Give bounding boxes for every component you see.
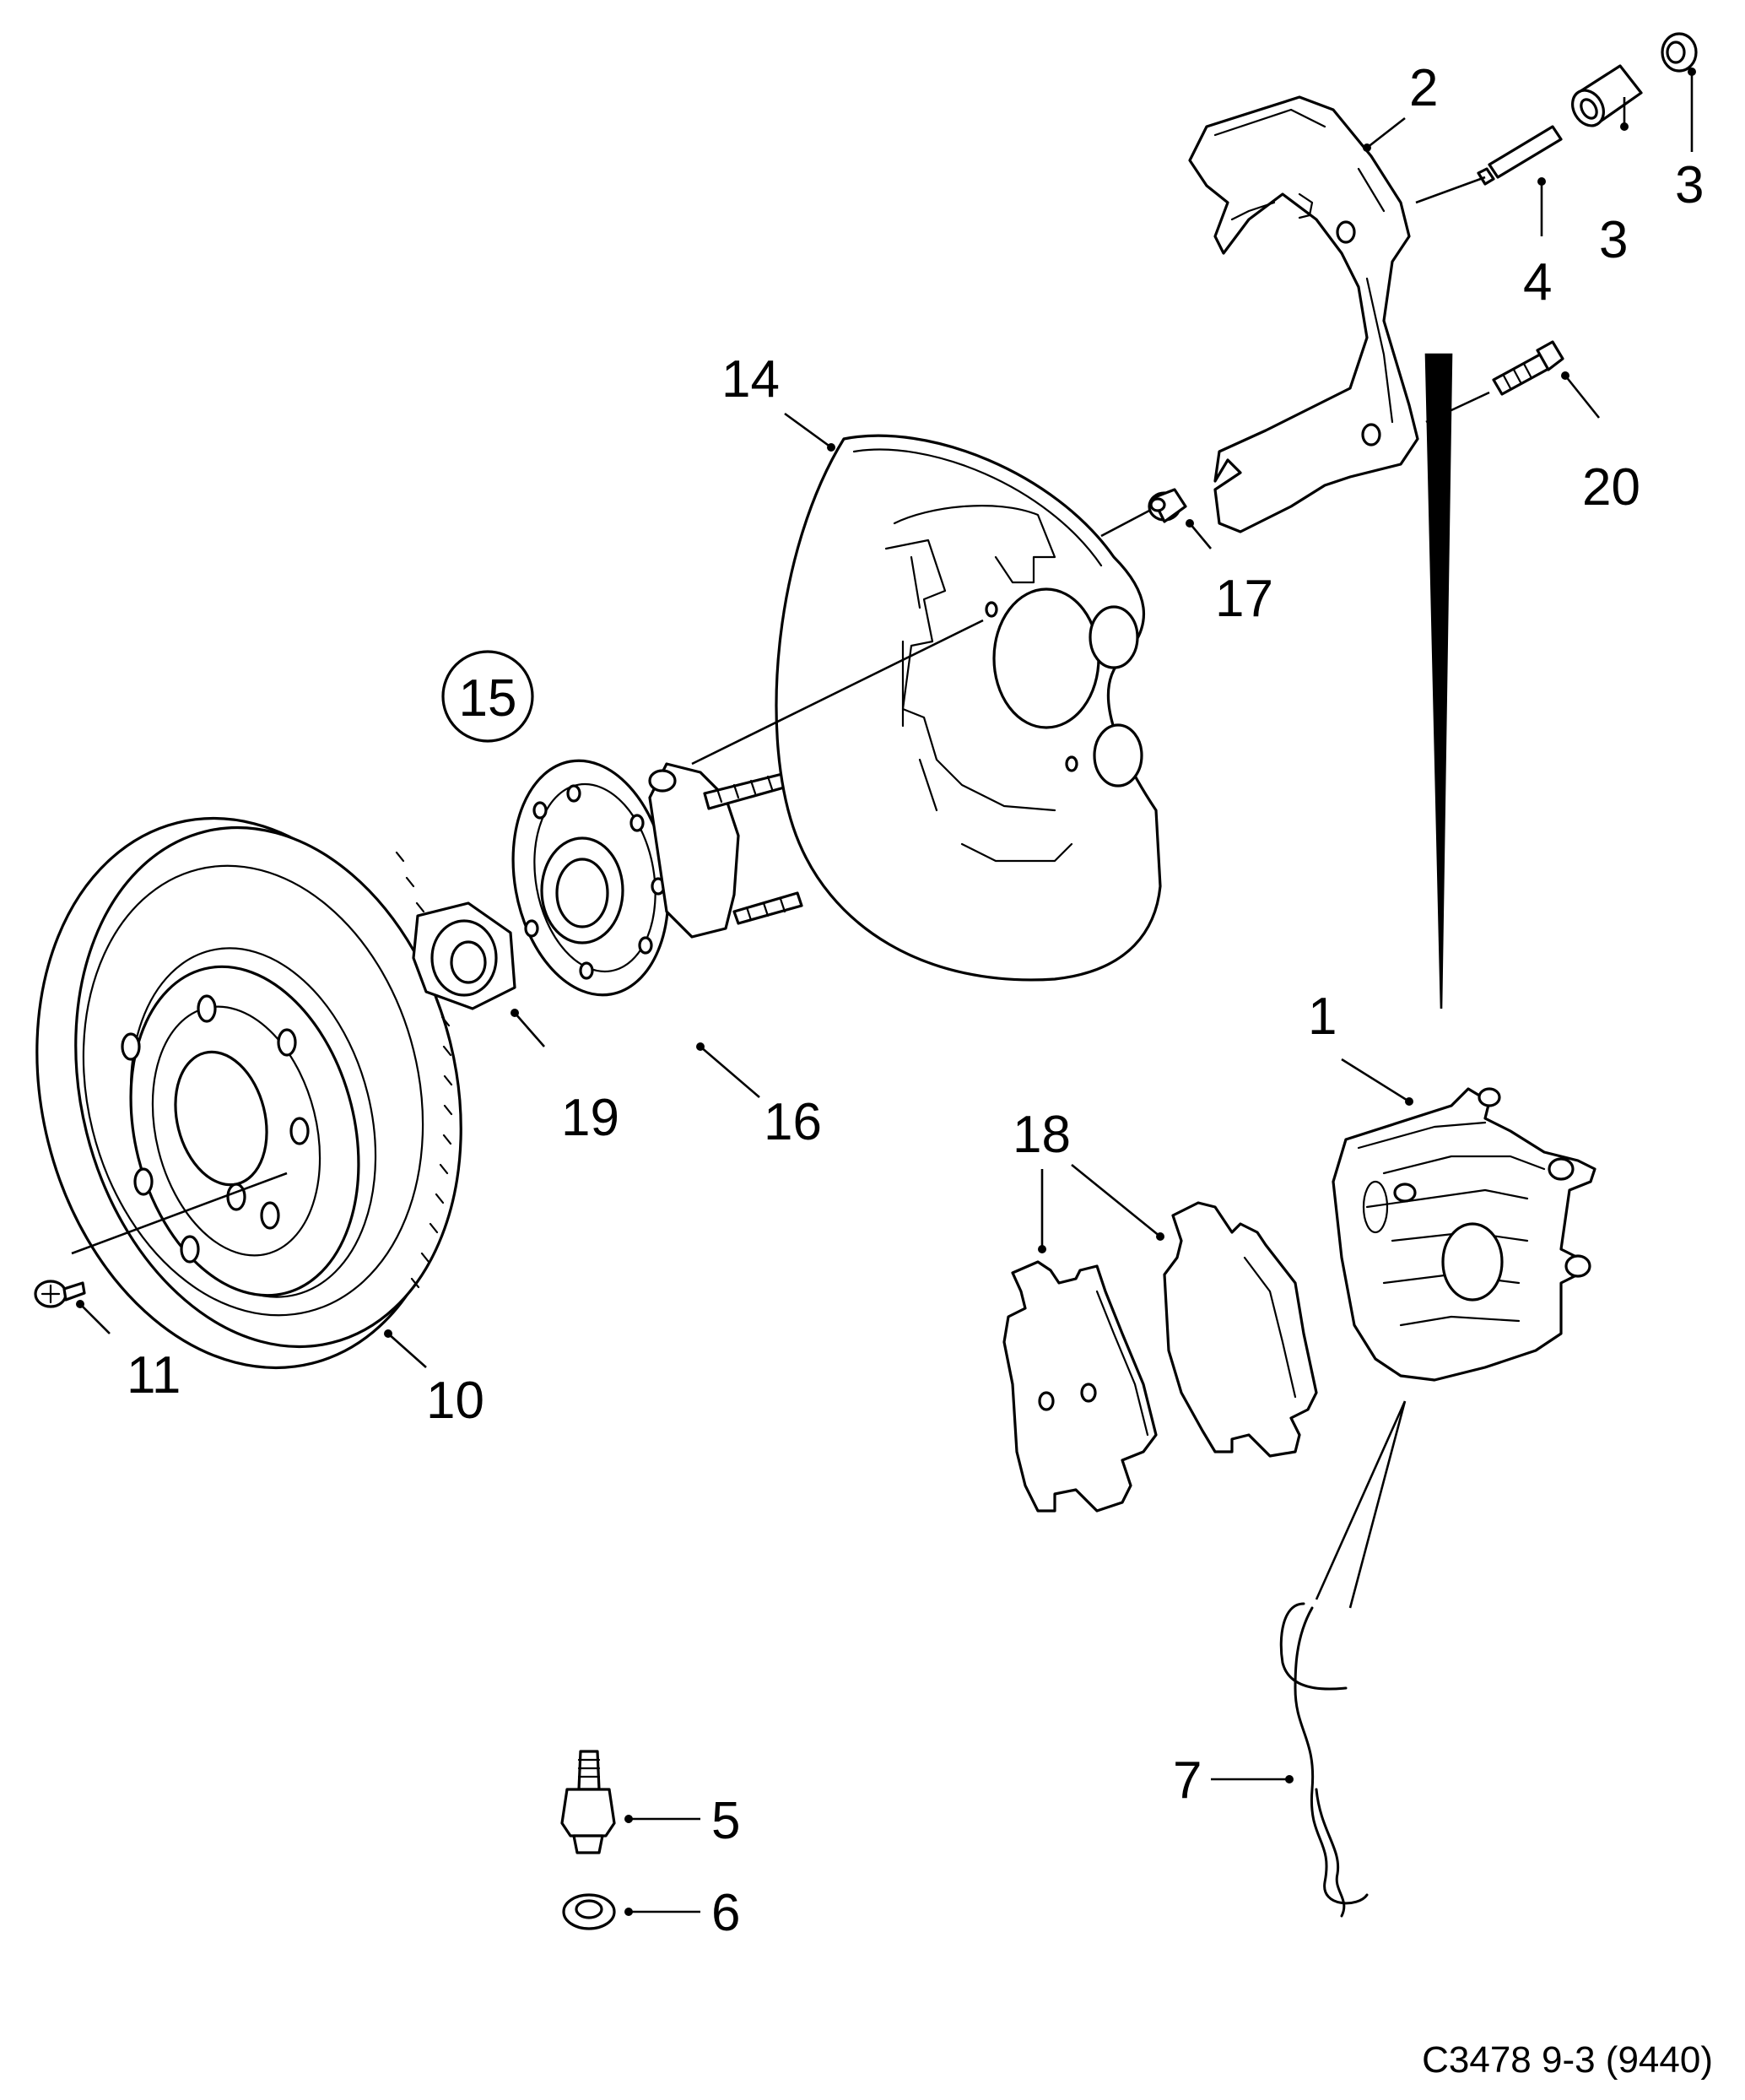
carrier-bolt <box>1492 340 1564 396</box>
leader-lines <box>71 68 1696 1916</box>
callout-4: 4 <box>1523 253 1552 311</box>
callout-labels: 2 3 3 4 20 17 14 15 16 19 1 18 10 11 5 6… <box>127 59 1704 1942</box>
callout-14: 14 <box>721 350 780 409</box>
callout-16: 16 <box>764 1093 822 1151</box>
hub-nut <box>412 901 516 1010</box>
splash-shield <box>775 434 1162 982</box>
callout-1: 1 <box>1308 988 1337 1046</box>
brake-caliper <box>1332 1087 1596 1382</box>
dust-cap <box>1661 32 1698 73</box>
callout-7: 7 <box>1173 1751 1202 1810</box>
callout-10: 10 <box>426 1372 484 1430</box>
washer <box>562 1893 616 1930</box>
figure-reference: C3478 9-3 (9440) <box>1422 2039 1713 2081</box>
callout-19: 19 <box>561 1089 619 1147</box>
shield-spacer <box>1148 488 1187 523</box>
callout-2: 2 <box>1409 59 1438 117</box>
caliper-carrier <box>1188 95 1419 533</box>
brake-pad-outer <box>1163 1201 1318 1458</box>
guide-bush <box>1571 64 1643 127</box>
guide-line <box>691 619 984 766</box>
disc-retaining-screw <box>34 1280 86 1308</box>
callout-5: 5 <box>711 1792 740 1850</box>
callout-3-cap: 3 <box>1675 156 1704 214</box>
pad-wear-sensor <box>1279 1602 1369 1918</box>
callout-11: 11 <box>127 1346 181 1405</box>
brake-pad-inner <box>1002 1260 1158 1513</box>
stud-bolt <box>560 1750 616 1854</box>
callout-15-ring <box>441 650 534 743</box>
callout-20: 20 <box>1582 458 1640 517</box>
callout-3-bush: 3 <box>1599 211 1628 269</box>
callout-17: 17 <box>1215 570 1273 628</box>
callout-18: 18 <box>1013 1106 1071 1164</box>
wheel-hub <box>511 759 803 997</box>
guide-pin <box>1477 125 1563 186</box>
callout-6: 6 <box>711 1884 740 1942</box>
brake-disc <box>35 816 462 1370</box>
callout-15: 15 <box>459 669 517 728</box>
